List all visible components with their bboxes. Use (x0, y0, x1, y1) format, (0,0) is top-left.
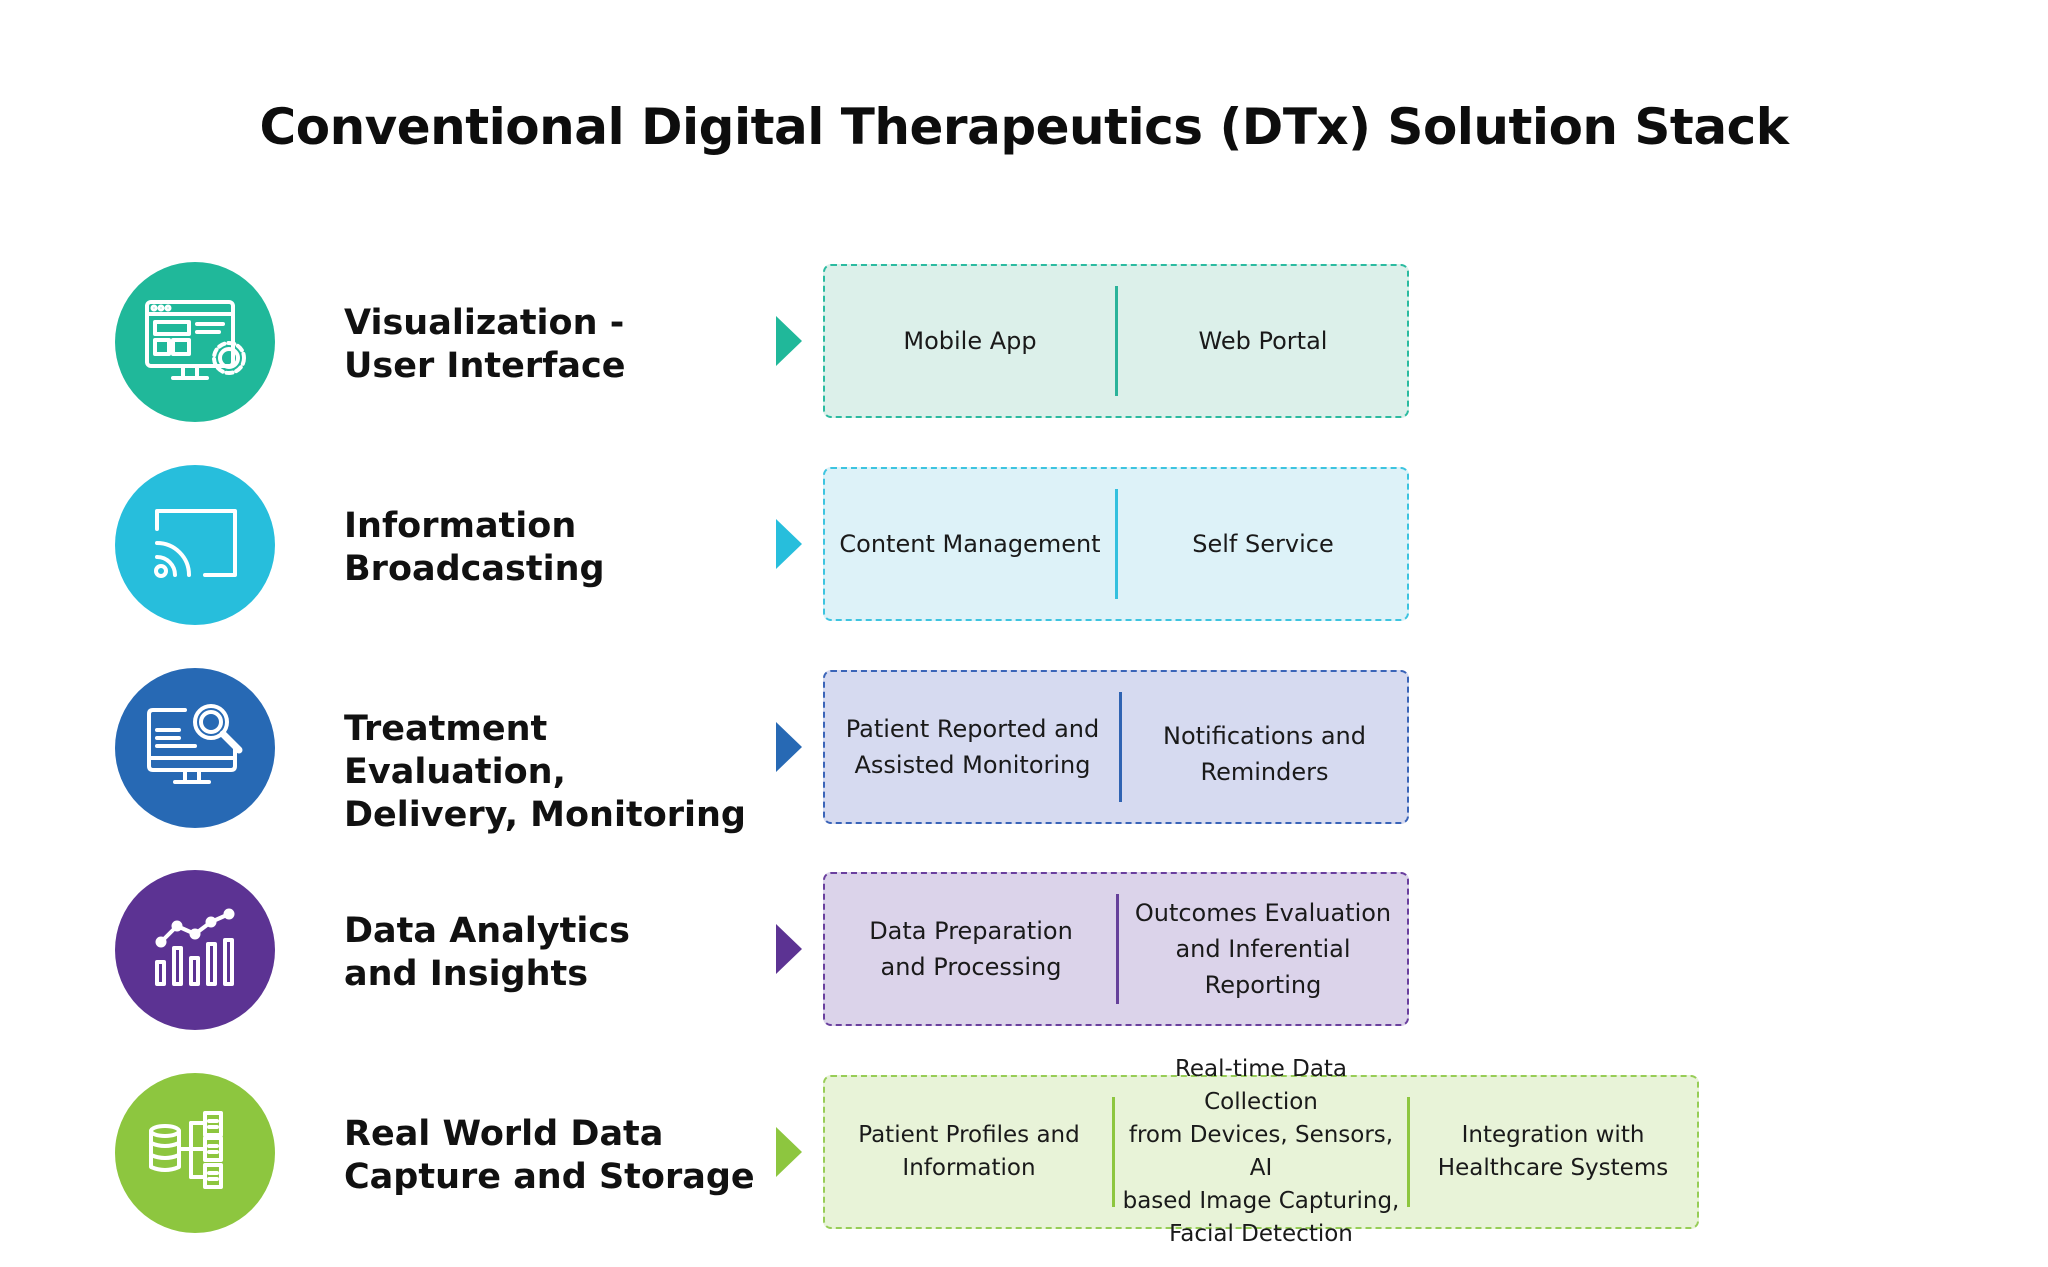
component-cell: Self Service (1192, 530, 1334, 558)
divider (1119, 692, 1122, 802)
divider (1115, 489, 1118, 599)
arrow-right-icon (776, 1127, 802, 1177)
stack-layer-broadcasting: Information Broadcasting Content Managem… (0, 465, 2048, 625)
stack-layer-visualization: Visualization - User Interface Mobile Ap… (0, 262, 2048, 422)
layer-title: Data Analytics and Insights (344, 911, 630, 994)
divider (1115, 286, 1118, 396)
layer-title: Information Broadcasting (344, 506, 605, 589)
layer-icon-circle (115, 465, 275, 625)
stack-layer-analytics: Data Analytics and Insights Data Prepara… (0, 870, 2048, 1030)
layer-icon-circle (115, 1073, 275, 1233)
arrow-right-icon (776, 519, 802, 569)
component-cell: Web Portal (1198, 327, 1328, 355)
layer-icon-circle (115, 870, 275, 1030)
monitor-settings-icon (145, 300, 246, 380)
layer-title: Treatment Evaluation, Delivery, Monitori… (344, 709, 746, 835)
arrow-right-icon (776, 924, 802, 974)
component-cell: Content Management (839, 530, 1101, 558)
arrow-right-icon (776, 316, 802, 366)
layer-icon-circle (115, 668, 275, 828)
layer-icon-circle (115, 262, 275, 422)
divider (1112, 1097, 1115, 1207)
divider (1116, 894, 1119, 1004)
database-hierarchy-icon (149, 1111, 223, 1189)
components-box: Mobile App Web Portal (823, 264, 1409, 418)
page-title: Conventional Digital Therapeutics (DTx) … (259, 98, 1789, 156)
components-box: Content Management Self Service (823, 467, 1409, 621)
divider (1407, 1097, 1410, 1207)
stack-layer-real-world-data: Real World Data Capture and Storage Pati… (0, 1056, 2048, 1247)
cast-icon (154, 509, 237, 578)
stack-layer-treatment: Treatment Evaluation, Delivery, Monitori… (0, 668, 2048, 835)
layer-title: Visualization - User Interface (344, 303, 626, 386)
layer-title: Real World Data Capture and Storage (344, 1114, 755, 1197)
arrow-right-icon (776, 722, 802, 772)
monitor-search-icon (147, 704, 243, 784)
component-cell: Mobile App (903, 327, 1037, 355)
bar-chart-trend-icon (155, 908, 235, 986)
